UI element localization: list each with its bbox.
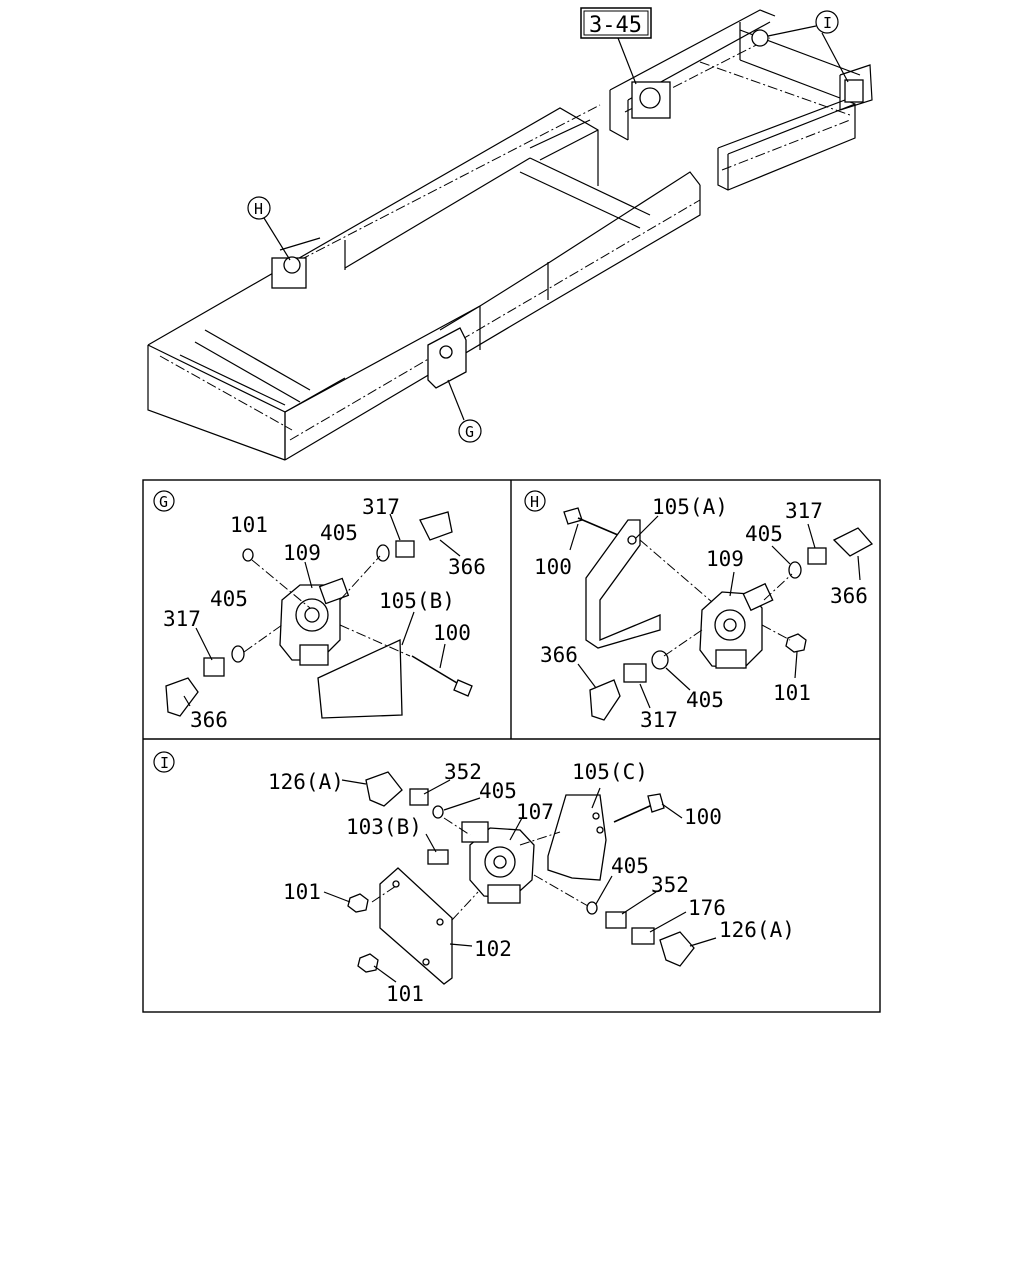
label-101-h: 101 (773, 681, 811, 705)
bolt-103b (427, 849, 449, 865)
label-405-i-top: 405 (479, 779, 517, 803)
valve-109-g (279, 577, 350, 666)
label-352-bottom: 352 (651, 873, 689, 897)
valve-109-h (699, 582, 774, 669)
label-105a: 105(A) (652, 495, 728, 519)
valve-assembly-rear-on-frame (631, 29, 864, 119)
connector-352-bottom (605, 911, 627, 929)
nut-101-i-top (347, 893, 369, 913)
callout-h: H (247, 196, 291, 261)
washer-405-h-bottom (651, 650, 669, 670)
label-366-h-left: 366 (540, 643, 578, 667)
label-317-g-top: 317 (362, 495, 400, 519)
panel-i: I (153, 751, 795, 1006)
connector-317-g-top (395, 540, 415, 558)
valve-107 (461, 821, 535, 904)
washer-405-i-bottom (586, 901, 598, 915)
near-side-rail (147, 107, 599, 461)
detail-panels-frame (142, 479, 881, 1013)
label-101-g: 101 (230, 513, 268, 537)
callout-h-letter: H (254, 200, 263, 218)
plate-102 (379, 867, 453, 985)
label-405-i-bottom: 405 (611, 854, 649, 878)
chassis-frame-overview: 3-45 H G I (147, 7, 873, 461)
elbow-366-h-right (832, 527, 874, 557)
bolt-100-h (563, 507, 626, 539)
callout-g-letter: G (465, 423, 474, 441)
valve-assembly-h-on-frame (271, 237, 321, 289)
label-103b: 103(B) (346, 815, 422, 839)
elbow-366-g-top (419, 511, 453, 541)
cross-member (194, 157, 651, 403)
connector-352-top (409, 788, 429, 806)
washer-405-g-left (231, 645, 245, 663)
label-405-h-top: 405 (745, 522, 783, 546)
label-109-g: 109 (283, 541, 321, 565)
label-100-h: 100 (534, 555, 572, 579)
label-101-i-top: 101 (283, 880, 321, 904)
bolt-100-g (411, 655, 473, 697)
label-405-g-left: 405 (210, 587, 248, 611)
panel-g-marker: G (159, 493, 168, 511)
bracket-105a (585, 519, 661, 649)
fitting-176 (631, 927, 655, 945)
label-109-h: 109 (706, 547, 744, 571)
valve-assembly-g-on-frame (427, 327, 467, 389)
label-317-h-top: 317 (785, 499, 823, 523)
nut-101-h (785, 633, 807, 653)
panel-h-marker: H (530, 493, 539, 511)
bracket-105c (547, 794, 607, 881)
nut-101-g (242, 548, 254, 562)
label-100-g: 100 (433, 621, 471, 645)
label-102: 102 (474, 937, 512, 961)
label-366-h-right: 366 (830, 584, 868, 608)
label-317-g-left: 317 (163, 607, 201, 631)
connector-317-h-top (807, 547, 827, 565)
label-100-i: 100 (684, 805, 722, 829)
elbow-126a-bottom (659, 931, 695, 967)
label-105c: 105(C) (572, 760, 648, 784)
washer-405-g-top (376, 544, 390, 562)
nut-101-i-bottom (357, 953, 379, 973)
label-105b: 105(B) (379, 589, 455, 613)
label-366-g-top: 366 (448, 555, 486, 579)
label-107: 107 (516, 800, 554, 824)
label-352-top: 352 (444, 760, 482, 784)
reference-box-label: 3-45 (589, 13, 642, 38)
label-366-g-left: 366 (190, 708, 228, 732)
callout-i: I (767, 10, 849, 83)
label-101-i-bottom: 101 (386, 982, 424, 1006)
connector-317-g-left (203, 657, 225, 677)
elbow-126a-top (365, 771, 403, 807)
callout-g: G (447, 379, 482, 443)
connector-317-h-bottom (623, 663, 647, 683)
panel-i-marker: I (160, 754, 169, 772)
elbow-366-h-left (589, 679, 621, 721)
far-side-rail (284, 171, 701, 461)
label-126a-bottom: 126(A) (719, 918, 795, 942)
label-405-g-top: 405 (320, 521, 358, 545)
panel-h: H (524, 490, 874, 732)
bracket-105b (317, 638, 403, 719)
bolt-100-i (613, 793, 665, 823)
label-126a-top: 126(A) (268, 770, 344, 794)
label-176: 176 (688, 896, 726, 920)
callout-i-letter: I (823, 14, 832, 32)
panel-g: G (153, 490, 486, 732)
reference-box: 3-45 (580, 7, 652, 85)
washer-405-i-top (432, 805, 444, 819)
label-405-h-bottom: 405 (686, 688, 724, 712)
label-317-h-bottom: 317 (640, 708, 678, 732)
